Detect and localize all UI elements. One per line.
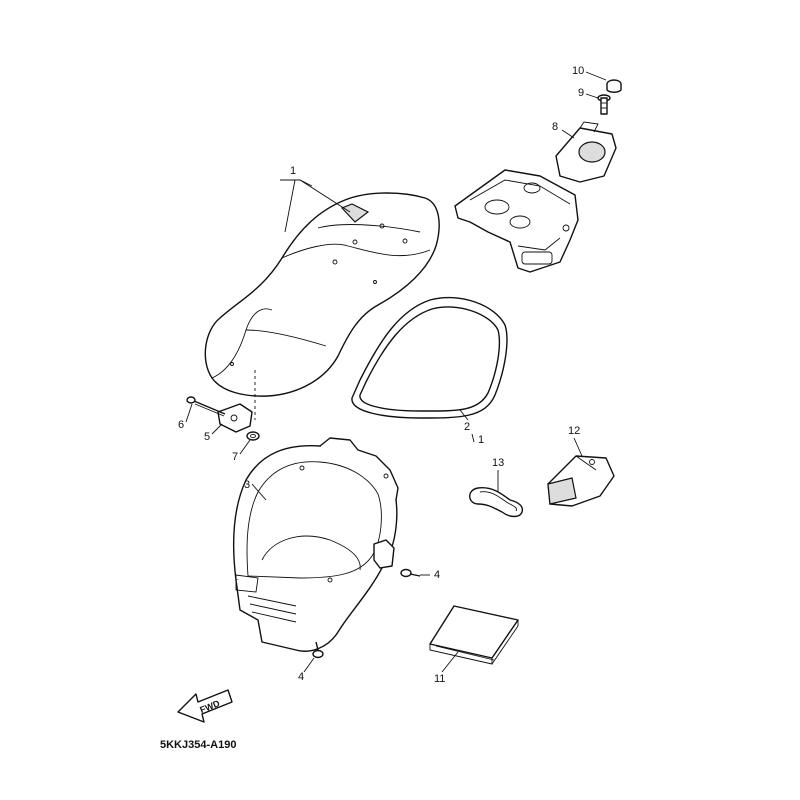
tool-bag [547,455,615,507]
cap-callout: 10 [572,65,607,81]
gasket-callout: 2 1 [459,409,484,446]
bolt-right-callout: 4 [420,569,440,581]
callout-11: 11 [434,673,445,685]
bolt-bottom-callout: 4 [298,657,315,683]
bolt-right [400,568,421,578]
callout-13: 13 [492,457,504,469]
storage-box [233,437,399,652]
callout-1: 1 [290,165,296,177]
callout-9: 9 [578,87,584,99]
hinge-nut [246,431,260,441]
manual-callout: 11 [434,651,459,685]
band [469,486,524,518]
seat-callout: 1 [280,165,351,233]
seat-lock-cover-callout: 8 [552,121,575,139]
gasket [351,296,508,419]
screw [597,94,611,115]
callout-4-right: 4 [434,569,440,581]
callout-6: 6 [178,419,184,431]
callout-12: 12 [568,425,580,437]
storage-box-callout: 3 [244,479,267,501]
diagram-code: 5KKJ354-A190 [160,739,236,751]
seat-lock-bracket [454,169,579,273]
band-callout: 13 [492,457,504,492]
bolt-bottom [312,641,324,659]
hinge-callouts: 6 5 7 [178,403,251,463]
callout-2-group-1: 1 [478,434,484,446]
fwd-arrow: FWD [177,689,233,723]
callout-3: 3 [244,479,250,491]
cap [606,79,622,93]
callout-2: 2 [464,421,470,433]
callout-7: 7 [232,451,238,463]
hinge-bolt [186,396,226,417]
screw-callout: 9 [578,87,599,99]
hinge [217,403,253,433]
tool-bag-callout: 12 [568,425,583,457]
seat-lock-cover [555,121,617,183]
callout-5: 5 [204,431,210,443]
manual [429,605,519,665]
callout-8: 8 [552,121,558,133]
callout-4-bottom: 4 [298,671,304,683]
callout-10: 10 [572,65,584,77]
seat [204,192,440,420]
